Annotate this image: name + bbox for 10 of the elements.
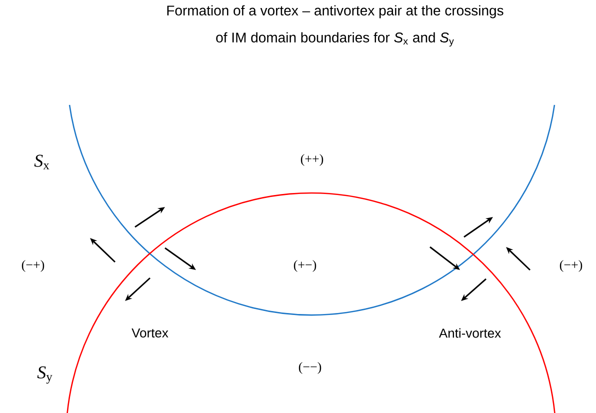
- region-label: (−+): [22, 260, 44, 272]
- region-label: (−−): [298, 362, 322, 374]
- curve-label: S$_{x}$: [34, 154, 50, 170]
- curve-label: S$_{y}$: [37, 366, 52, 384]
- crossing-label: Vortex: [132, 328, 168, 338]
- region-label: (−+): [560, 260, 582, 272]
- region-label: (++): [300, 154, 324, 166]
- region-label: (+−): [294, 260, 316, 272]
- title: Formation of a vortex – antivortex pair at the crossings of IM domain boundaries for S$_{x}$ and S$_{y}$: [167, 5, 504, 47]
- crossing-label: Anti-vortex: [438, 328, 501, 338]
